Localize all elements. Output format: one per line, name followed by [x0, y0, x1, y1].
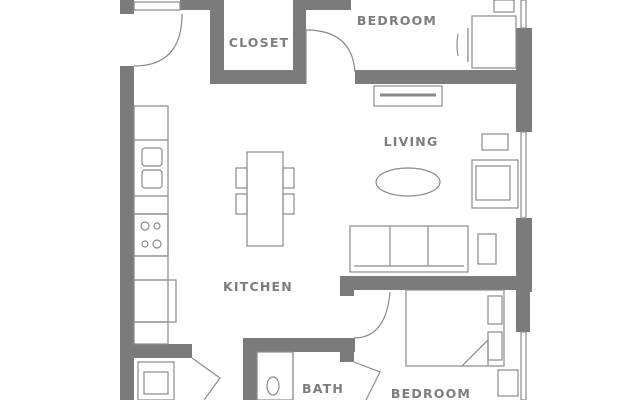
doors: [133, 13, 391, 400]
washer: [137, 361, 175, 400]
desk-chair: [456, 28, 469, 62]
windows: [133, 0, 527, 400]
label-kitchen: KITCHEN: [223, 279, 293, 294]
walls: [120, 0, 532, 400]
bed-blanket-fold: [461, 338, 489, 367]
sink-basin-1: [141, 147, 163, 167]
door-bath-swing: [353, 361, 381, 400]
door-closet-bottom-swing: [191, 357, 221, 400]
bed: [405, 289, 505, 367]
sink-basin-2: [141, 169, 163, 189]
wall-closet-bottom: [210, 70, 306, 84]
burner-1: [140, 221, 150, 231]
wall-right-upper: [516, 28, 532, 132]
tv-console: [373, 85, 443, 107]
window-right-living: [520, 131, 527, 219]
wall-closet-right: [293, 0, 306, 84]
stove: [133, 213, 169, 257]
burner-2: [153, 222, 161, 230]
door-bedroom-bottom-swing: [353, 291, 391, 339]
wall-bottom-left: [134, 344, 192, 358]
burner-3: [141, 240, 149, 248]
chair-left-1: [235, 167, 248, 189]
chair-left-2: [235, 193, 248, 215]
wall-top-mid: [180, 0, 220, 10]
wall-bath-left: [243, 338, 257, 400]
dresser-top: [493, 0, 515, 13]
wall-bath-top: [243, 338, 355, 352]
fixtures: [133, 0, 519, 400]
refrigerator: [133, 279, 177, 323]
wall-left-exterior: [120, 66, 134, 400]
label-bedroom-top: BEDROOM: [357, 13, 437, 28]
pillow-2: [487, 331, 503, 361]
window-right-bedroom: [520, 331, 527, 400]
washer-drum: [143, 371, 169, 395]
chair-right-1: [282, 167, 295, 189]
wall-bath-right-stub: [340, 338, 354, 362]
burner-4: [152, 239, 162, 249]
chair-right-2: [282, 193, 295, 215]
label-bath: BATH: [302, 381, 344, 396]
bath-sink: [266, 376, 280, 396]
door-bedroom-swing: [305, 29, 356, 73]
wall-right-lower: [516, 282, 530, 332]
kitchen-counter: [133, 105, 169, 345]
wall-living-bedroom-stub: [340, 276, 354, 296]
end-table: [477, 233, 497, 265]
sofa: [349, 225, 469, 273]
door-entry-swing: [133, 13, 183, 67]
label-bedroom-bottom: BEDROOM: [391, 386, 471, 400]
wall-right-middle: [516, 218, 532, 292]
wall-closet-left: [210, 0, 224, 84]
wall-top-right: [293, 0, 351, 10]
armchair-seat: [475, 165, 511, 201]
pillow-1: [487, 295, 503, 325]
nightstand: [497, 369, 519, 397]
room-labels: BEDROOM CLOSET LIVING KITCHEN BATH BEDRO…: [223, 13, 471, 400]
wall-top-left-stub: [120, 0, 134, 14]
wall-bedroom-living: [355, 70, 530, 84]
wall-living-bedroom: [340, 276, 530, 290]
dining-table: [246, 151, 284, 247]
window-top-right: [520, 0, 527, 29]
desk: [471, 15, 517, 69]
coffee-table: [375, 167, 441, 197]
window-top-left: [133, 1, 181, 11]
label-living: LIVING: [384, 134, 439, 149]
side-table: [481, 133, 509, 151]
vanity: [256, 351, 294, 400]
armchair: [471, 159, 519, 209]
label-closet: CLOSET: [229, 35, 290, 50]
